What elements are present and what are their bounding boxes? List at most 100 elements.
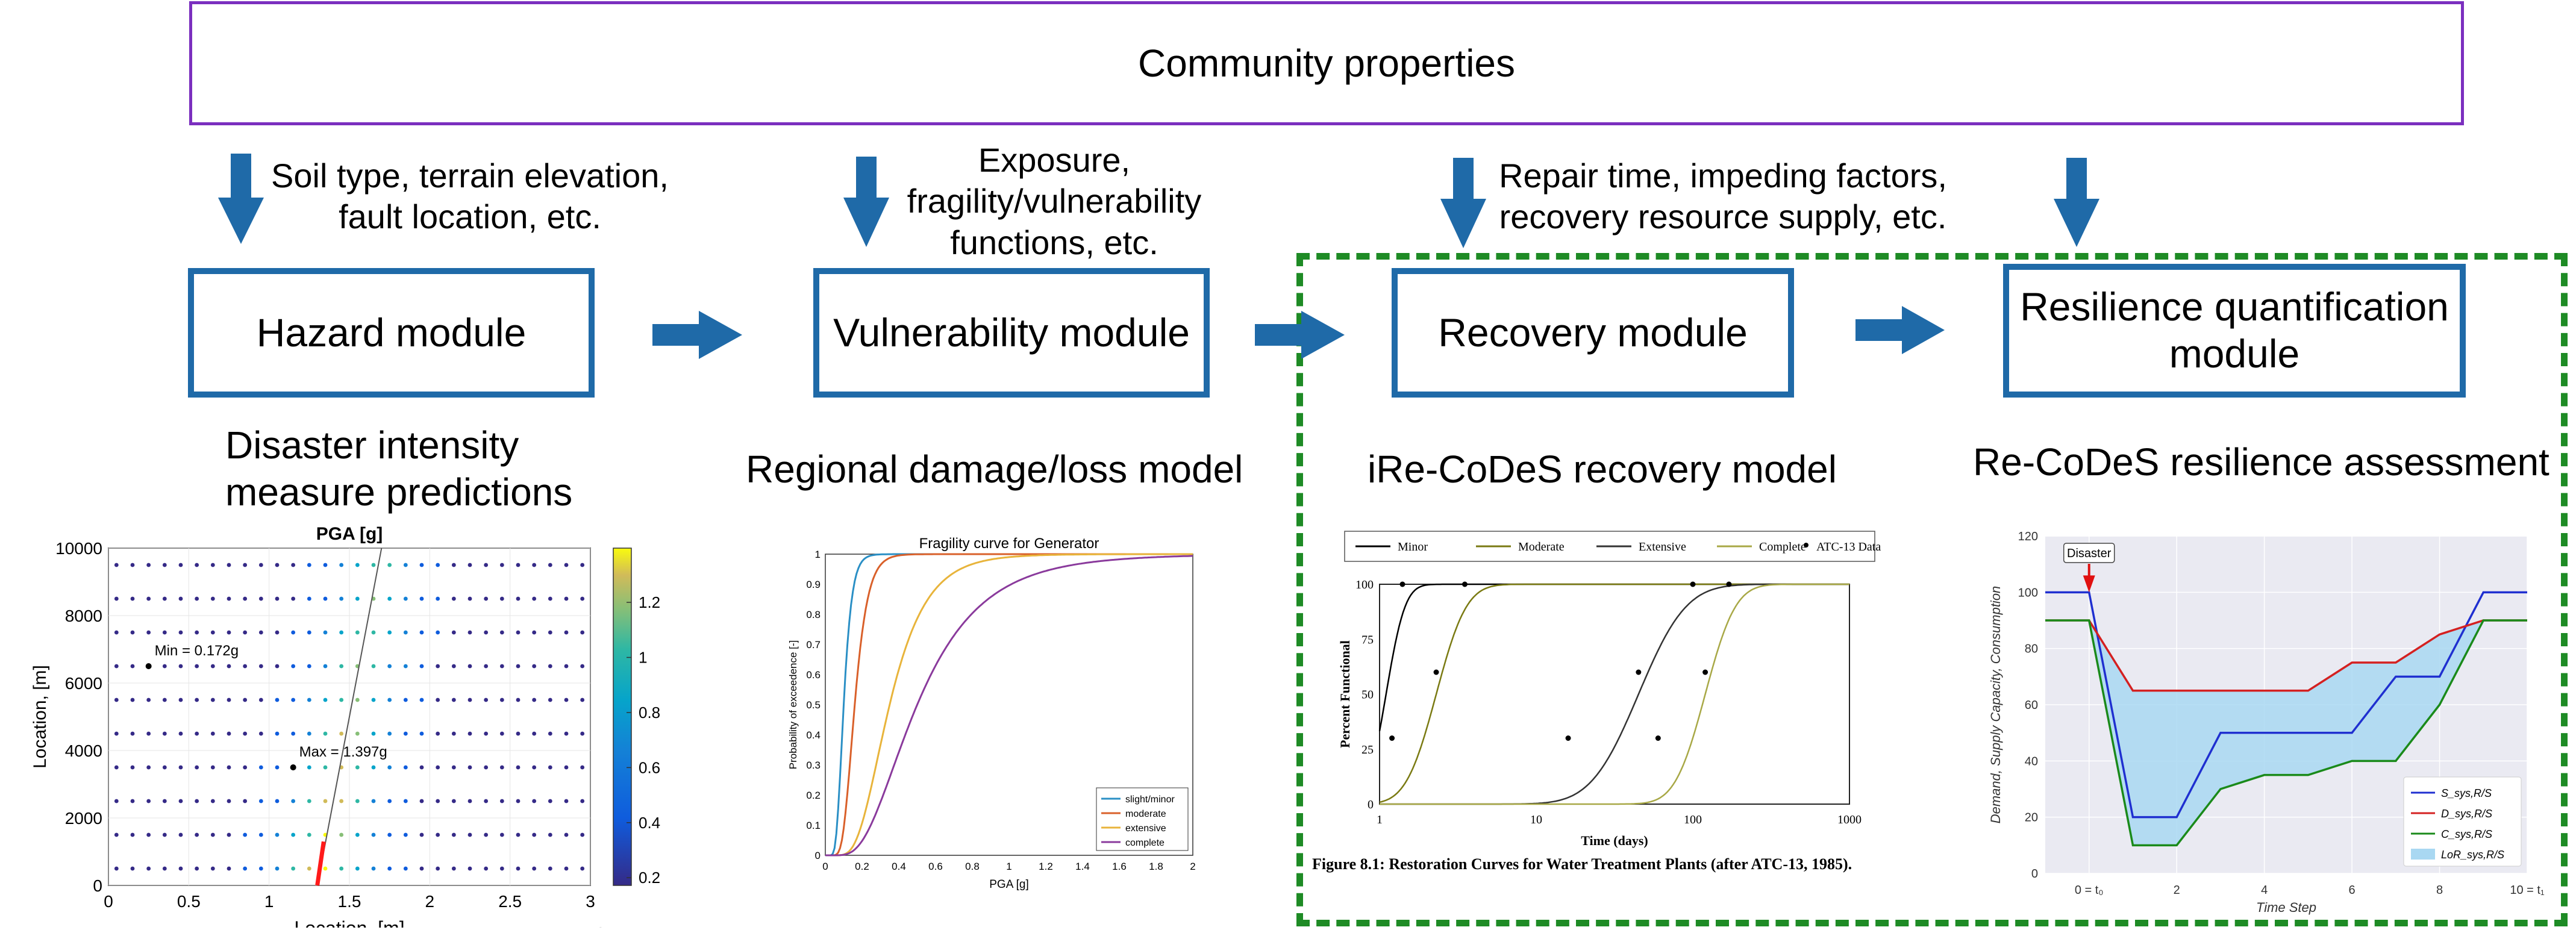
pga-site-point <box>275 630 280 635</box>
pga-site-point <box>178 765 183 770</box>
pga-site-point <box>419 596 424 601</box>
pga-site-point <box>227 799 231 804</box>
pga-site-point <box>564 731 569 736</box>
fragility-x-tick: 0.8 <box>965 861 980 872</box>
pga-site-point <box>339 698 344 702</box>
right-arrow-1 <box>652 311 742 359</box>
pga-site-point <box>371 799 376 804</box>
resilience-legend <box>2403 776 2522 867</box>
pga-site-point <box>548 698 552 702</box>
pga-site-point <box>130 832 135 837</box>
pga-site-point <box>516 596 521 601</box>
pga-site-point <box>178 799 183 804</box>
pga-site-point <box>564 698 569 702</box>
pga-site-point <box>564 664 569 669</box>
pga-site-point <box>258 563 263 567</box>
pga-site-point <box>227 731 231 736</box>
pga-site-point <box>387 596 392 601</box>
fragility-y-tick: 0.5 <box>806 699 821 711</box>
pga-site-point <box>162 630 167 635</box>
pga-site-point <box>499 664 504 669</box>
pga-y-label: Location, [m] <box>30 665 50 769</box>
output-title-vulnerability: Regional damage/loss model <box>746 446 1276 493</box>
resilience-x-label: Time Step <box>2256 900 2316 915</box>
pga-site-point <box>323 563 328 567</box>
pga-annotation: Max = 1.397g <box>299 744 387 760</box>
pga-site-point <box>258 765 263 770</box>
pga-site-point <box>580 799 585 804</box>
fragility-x-tick: 1.6 <box>1112 861 1127 872</box>
pga-site-point <box>548 765 552 770</box>
pga-site-point <box>484 731 489 736</box>
pga-site-point <box>548 664 552 669</box>
pga-site-point <box>580 563 585 567</box>
pga-site-point <box>467 563 472 567</box>
disaster-arrow-head <box>2083 575 2095 593</box>
pga-x-tick: 3 <box>586 892 595 911</box>
community-properties-title: Community properties <box>1138 42 1515 85</box>
pga-site-point <box>275 698 280 702</box>
output-line: Re-CoDeS resilience assessment <box>1973 440 2549 484</box>
pga-site-point <box>195 866 199 871</box>
pga-site-point <box>114 765 119 770</box>
pga-site-point <box>436 563 440 567</box>
pga-site-point <box>323 799 328 804</box>
pga-site-point <box>210 630 215 635</box>
fragility-y-tick: 0.7 <box>806 639 821 651</box>
pga-x-label: Location, [m] <box>294 917 404 928</box>
resilience-y-tick: 20 <box>2025 811 2038 825</box>
restoration-y-tick: 100 <box>1355 578 1374 591</box>
pga-site-point <box>532 765 537 770</box>
pga-site-point <box>178 563 183 567</box>
input-note-hazard: Soil type, terrain elevation, fault loca… <box>265 155 675 238</box>
pga-site-point <box>307 799 311 804</box>
restoration-x-tick: 100 <box>1684 813 1702 826</box>
module-label: Resilience quantification <box>2020 284 2449 329</box>
fragility-y-tick: 0.9 <box>806 579 821 590</box>
pga-site-point <box>403 866 408 871</box>
pga-site-point <box>484 664 489 669</box>
pga-site-point <box>339 832 344 837</box>
pga-annotation: Min = 0.172g <box>155 643 239 659</box>
pga-site-point <box>532 563 537 567</box>
pga-site-point <box>467 799 472 804</box>
pga-site-point <box>195 664 199 669</box>
pga-site-point <box>307 630 311 635</box>
pga-site-point <box>323 731 328 736</box>
pga-site-point <box>532 799 537 804</box>
pga-site-point <box>564 832 569 837</box>
pga-site-point <box>243 832 248 837</box>
pga-colorbar-tick: 1.2 <box>639 593 660 611</box>
pga-site-point <box>146 731 151 736</box>
pga-site-point <box>114 596 119 601</box>
pga-site-point <box>419 563 424 567</box>
fragility-x-tick: 0.2 <box>855 861 869 872</box>
pga-site-point <box>275 731 280 736</box>
pga-site-point <box>436 698 440 702</box>
pga-site-point <box>243 866 248 871</box>
resilience-y-tick: 100 <box>2018 586 2038 599</box>
pga-site-point <box>114 664 119 669</box>
pga-site-point <box>227 563 231 567</box>
pga-site-point <box>114 731 119 736</box>
pga-site-point <box>275 563 280 567</box>
restoration-legend-label: Moderate <box>1518 540 1565 554</box>
pga-site-point <box>580 698 585 702</box>
pga-site-point <box>210 765 215 770</box>
pga-site-point <box>403 630 408 635</box>
fragility-y-tick: 0.8 <box>806 609 821 620</box>
fragility-x-tick: 0 <box>822 861 828 872</box>
resilience-legend-label: D_sys,R/S <box>2441 808 2492 820</box>
output-title-recovery: iRe-CoDeS recovery model <box>1368 446 1849 493</box>
pga-site-point <box>516 765 521 770</box>
pga-site-point <box>516 866 521 871</box>
pga-site-point <box>162 799 167 804</box>
pga-site-point <box>130 630 135 635</box>
pga-site-point <box>548 596 552 601</box>
pga-colorbar-tick: 1 <box>639 648 647 666</box>
restoration-x-tick: 1000 <box>1837 813 1862 826</box>
output-line: Regional damage/loss model <box>746 448 1243 491</box>
restoration-data-point <box>1389 735 1395 741</box>
pga-site-point <box>436 664 440 669</box>
